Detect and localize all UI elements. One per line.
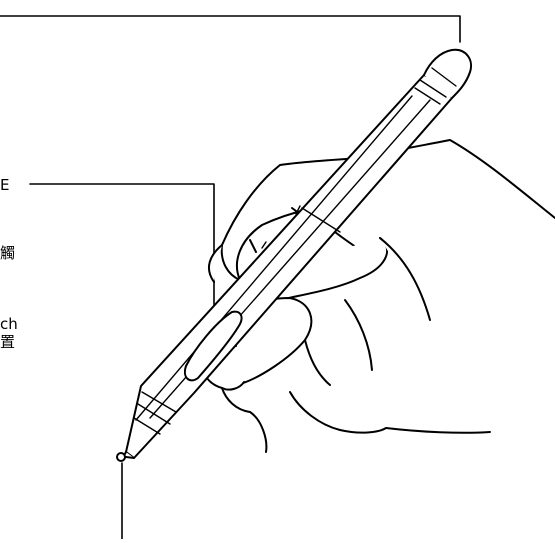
eraser-leader-line (0, 16, 460, 42)
switch-label-line2: 置 (0, 334, 15, 350)
pen-tip (117, 453, 125, 461)
switch-label-line1: ch (0, 316, 18, 332)
side-switch-leader-line (30, 184, 214, 345)
touch-label: 觸 (0, 245, 15, 261)
side-switch-label: E (0, 177, 9, 193)
